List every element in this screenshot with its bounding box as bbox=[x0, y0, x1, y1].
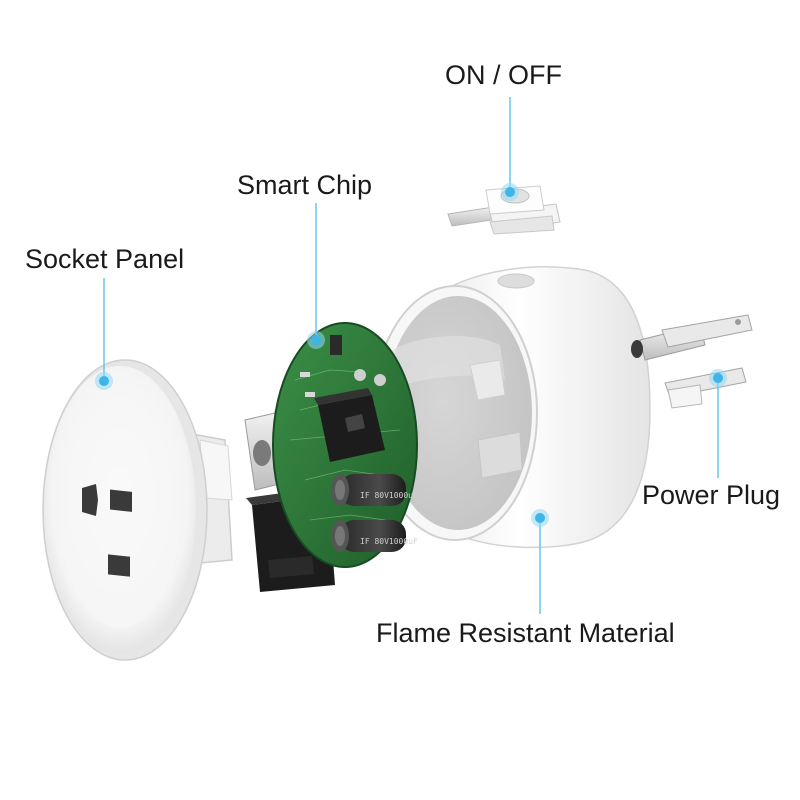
callout-dots bbox=[95, 183, 727, 527]
callout-dot-chip bbox=[307, 331, 325, 349]
callout-dot-onoff bbox=[501, 183, 519, 201]
label-power-plug: Power Plug bbox=[642, 480, 781, 510]
callout-dot-panel bbox=[95, 372, 113, 390]
label-smart-chip: Smart Chip bbox=[237, 170, 373, 200]
capacitor-top: IF 80V1000uF bbox=[331, 474, 418, 506]
housing bbox=[372, 266, 651, 549]
callout-dot-plug bbox=[709, 369, 727, 387]
capacitor-bottom: IF 80V1000uF bbox=[331, 520, 418, 552]
capacitor-marking-bottom: IF 80V1000uF bbox=[360, 537, 418, 546]
on-off-button-part bbox=[447, 185, 561, 235]
label-flame-resistant-material: Flame Resistant Material bbox=[376, 618, 675, 648]
label-socket-panel: Socket Panel bbox=[25, 244, 185, 274]
capacitor-marking-top: IF 80V1000uF bbox=[360, 491, 418, 500]
callout-dot-flame bbox=[531, 509, 549, 527]
label-on-off: ON / OFF bbox=[445, 60, 562, 90]
callout-lines bbox=[103, 97, 719, 614]
socket-panel bbox=[42, 359, 233, 661]
